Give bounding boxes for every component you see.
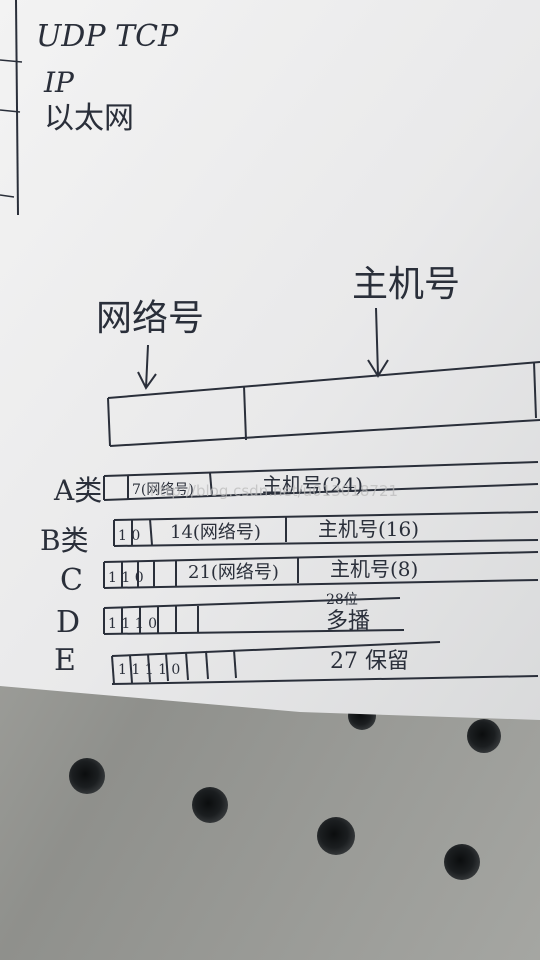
class-c-label: C xyxy=(60,563,83,598)
class-a-host: 主机号(24) xyxy=(262,473,363,497)
address-box xyxy=(107,361,540,447)
class-e-row: E 1 1 1 1 0 27 保留 xyxy=(54,641,539,685)
margin-tick xyxy=(0,59,23,63)
note-udp-tcp: UDP TCP xyxy=(36,19,179,54)
class-e-label: E xyxy=(54,643,76,678)
class-a-bits: 0 xyxy=(112,0,122,4)
paper-sheet xyxy=(0,0,540,720)
class-d-host: 多播 xyxy=(326,609,370,634)
class-a-net: 7(网络号) xyxy=(132,482,194,498)
class-b-net: 14(网络号) xyxy=(170,522,261,543)
class-b-row: B类 1 0 14(网络号) 主机号(16) xyxy=(40,511,539,557)
class-d-row: D 1 1 1 0 28位 多播 xyxy=(56,592,405,640)
margin-line xyxy=(15,0,19,216)
note-ethernet: 以太网 xyxy=(44,101,134,136)
class-c-host: 主机号(8) xyxy=(330,557,418,581)
class-b-label: B类 xyxy=(40,524,89,557)
host-label: 主机号 xyxy=(352,264,460,305)
class-c-net: 21(网络号) xyxy=(188,562,279,583)
hole-2 xyxy=(467,719,501,753)
watermark: http://blog.csdn.net/u013018721 xyxy=(150,482,398,500)
class-e-host: 27 保留 xyxy=(330,649,409,674)
hole-4 xyxy=(192,787,228,823)
hole-5 xyxy=(317,817,355,855)
margin-tick xyxy=(0,109,21,113)
note-ip: IP xyxy=(43,66,75,99)
class-b-bits: 1 0 xyxy=(118,528,140,544)
class-b-host: 主机号(16) xyxy=(318,517,419,541)
class-d-label: D xyxy=(56,605,80,640)
class-c-row: C 1 1 0 21(网络号) 主机号(8) xyxy=(60,551,539,598)
class-a-label: A类 xyxy=(53,474,102,507)
class-c-bits: 1 1 0 xyxy=(108,570,144,586)
class-d-bits: 1 1 1 0 xyxy=(108,616,157,632)
class-d-host-top: 28位 xyxy=(326,592,358,608)
network-label: 网络号 xyxy=(96,298,204,339)
margin-tick xyxy=(0,194,15,198)
class-e-bits: 1 1 1 1 0 xyxy=(118,662,180,678)
mounting-holes xyxy=(69,702,501,880)
class-a-row: A类 0 7(网络号) 主机号(24) xyxy=(53,0,539,507)
hole-3 xyxy=(69,758,105,794)
hole-6 xyxy=(444,844,480,880)
network-arrow xyxy=(137,344,157,390)
